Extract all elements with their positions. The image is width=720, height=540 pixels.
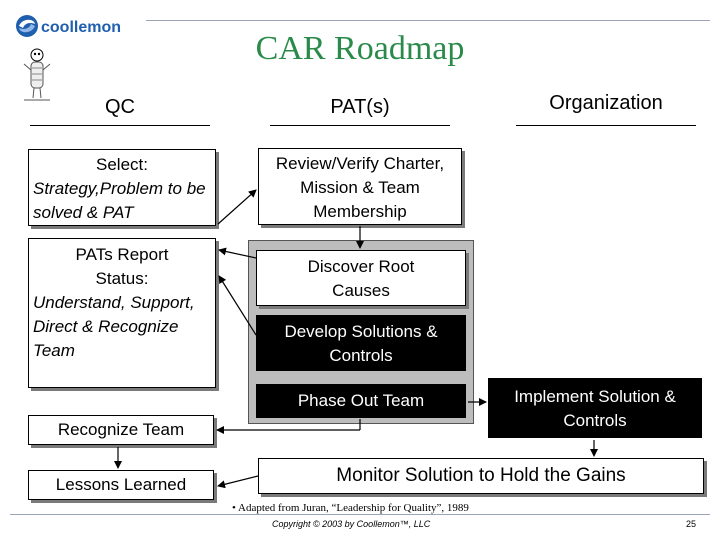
- lessons-learned-label: Lessons Learned: [55, 475, 187, 494]
- mascot-icon: [23, 48, 51, 101]
- page-title: CAR Roadmap: [255, 30, 465, 67]
- page-number: 25: [686, 519, 697, 529]
- implement-solution-label: Implement Solution & Controls: [514, 387, 676, 430]
- review-verify-box: Review/Verify Charter, Mission & Team Me…: [258, 148, 462, 225]
- review-verify-label: Review/Verify Charter, Mission & Team Me…: [275, 154, 445, 221]
- select-heading: Select:: [96, 155, 148, 174]
- copyright: Copyright © 2003 by Coollemon™, LLC: [272, 519, 431, 529]
- footer-rule: [10, 514, 710, 515]
- column-rule-pat: [270, 125, 450, 126]
- footnote: • Adapted from Juran, “Leadership for Qu…: [232, 502, 469, 514]
- pat-report-box: PATs Report Status: Understand, Support,…: [28, 238, 216, 388]
- select-box: Select: Strategy,Problem to be solved & …: [28, 149, 216, 226]
- column-header-qc: QC: [105, 96, 135, 118]
- column-header-organization: Organization: [549, 92, 663, 114]
- arrow-select-to-review: [217, 189, 257, 225]
- arrow-discover-to-report: [218, 247, 257, 259]
- develop-solutions-box: Develop Solutions & Controls: [256, 315, 466, 371]
- develop-solutions-label: Develop Solutions & Controls: [284, 322, 438, 365]
- header-rule: [146, 20, 710, 21]
- phase-out-team-box: Phase Out Team: [256, 384, 466, 418]
- lessons-learned-box: Lessons Learned: [28, 470, 214, 500]
- column-header-pat: PAT(s): [330, 96, 390, 118]
- arrow-monitor-to-lessons: [217, 475, 259, 489]
- pat-report-body: Understand, Support, Direct & Recognize …: [33, 293, 195, 360]
- phase-out-team-label: Phase Out Team: [297, 391, 425, 410]
- discover-root-causes-label: Discover Root Causes: [307, 257, 415, 300]
- recognize-team-label: Recognize Team: [57, 420, 185, 439]
- coollemon-logo: coollemon: [16, 15, 121, 37]
- monitor-solution-box: Monitor Solution to Hold the Gains: [258, 458, 704, 494]
- swirl-icon: [16, 15, 38, 37]
- logo-brand-text: coollemon: [41, 19, 121, 36]
- select-body: Strategy,Problem to be solved & PAT: [33, 179, 206, 222]
- pat-report-heading: PATs Report Status:: [75, 245, 169, 288]
- recognize-team-box: Recognize Team: [28, 415, 214, 445]
- implement-solution-box: Implement Solution & Controls: [488, 378, 702, 438]
- discover-root-causes-box: Discover Root Causes: [256, 250, 466, 306]
- monitor-solution-label: Monitor Solution to Hold the Gains: [336, 465, 626, 486]
- column-rule-qc: [30, 125, 210, 126]
- column-rule-organization: [516, 125, 696, 126]
- arrow-develop-to-report: [218, 275, 257, 336]
